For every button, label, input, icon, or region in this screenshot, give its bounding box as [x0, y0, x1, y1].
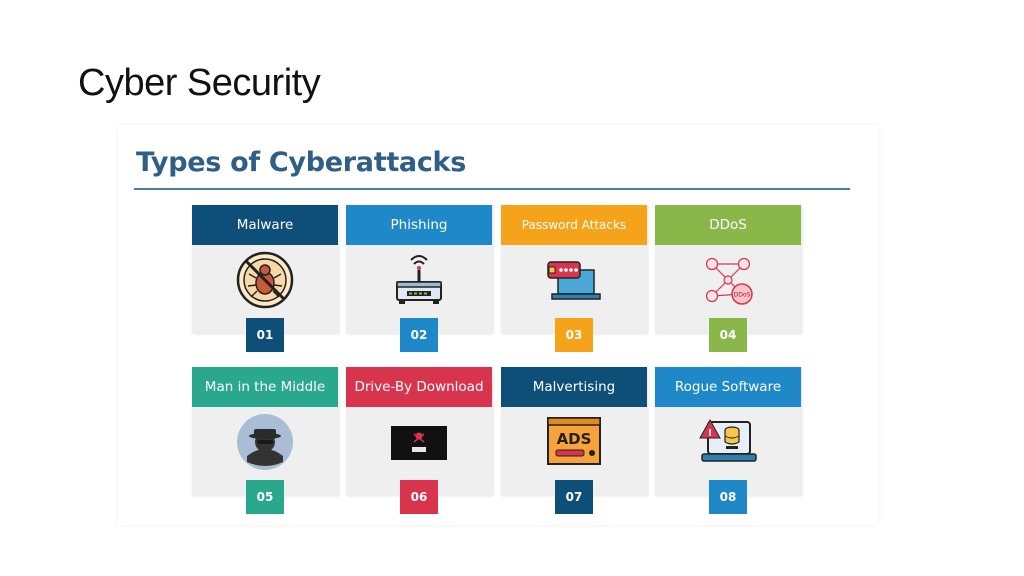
card-label: Drive-By Download	[346, 367, 492, 407]
card-malvertising: Malvertising ADS 07	[501, 367, 647, 514]
cyberattacks-figure: Types of Cyberattacks Malware 01 Phishin…	[118, 125, 878, 525]
svg-text:!: !	[708, 428, 713, 439]
card-number: 02	[400, 318, 438, 352]
card-number: 07	[555, 480, 593, 514]
card-number: 08	[709, 480, 747, 514]
card-label: Password Attacks	[501, 205, 647, 245]
ddos-node-text: DDoS	[734, 292, 751, 299]
card-password-attacks: Password Attacks 03	[501, 205, 647, 352]
card-rogue-software: Rogue Software ! 08	[655, 367, 801, 514]
card-label: DDoS	[655, 205, 801, 245]
ads-window-icon: ADS	[547, 417, 601, 465]
card-drive-by-download: Drive-By Download 06	[346, 367, 492, 514]
network-nodes-icon: DDoS	[705, 257, 753, 305]
password-laptop-icon	[547, 261, 601, 300]
card-number: 06	[400, 480, 438, 514]
figure-title: Types of Cyberattacks	[136, 147, 466, 178]
no-bug-icon	[236, 251, 294, 309]
card-label: Man in the Middle	[192, 367, 338, 407]
card-ddos: DDoS DDoS 04	[655, 205, 801, 352]
ads-text: ADS	[557, 430, 592, 448]
spy-icon	[237, 414, 293, 470]
card-number: 04	[709, 318, 747, 352]
card-phishing: Phishing 02	[346, 205, 492, 352]
malicious-screen-icon	[391, 426, 447, 460]
card-label: Malvertising	[501, 367, 647, 407]
card-label: Rogue Software	[655, 367, 801, 407]
card-malware: Malware 01	[192, 205, 338, 352]
card-label: Phishing	[346, 205, 492, 245]
title-underline	[134, 188, 850, 190]
rogue-laptop-icon: !	[699, 418, 757, 462]
card-man-in-the-middle: Man in the Middle 05	[192, 367, 338, 514]
card-label: Malware	[192, 205, 338, 245]
card-number: 01	[246, 318, 284, 352]
slide-title: Cyber Security	[78, 62, 321, 104]
card-number: 05	[246, 480, 284, 514]
router-icon	[396, 255, 442, 304]
card-number: 03	[555, 318, 593, 352]
